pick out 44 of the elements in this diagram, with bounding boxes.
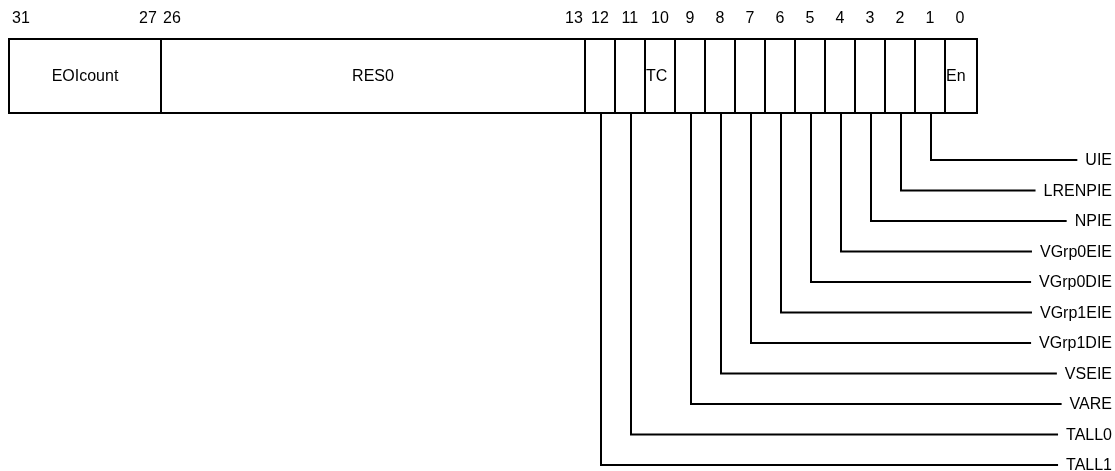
bit-number: 31 (12, 9, 30, 27)
bit-number: 9 (685, 9, 695, 27)
bit-number: 5 (805, 9, 815, 27)
field-name: TC (646, 67, 668, 85)
field-name: TALL1 (1058, 456, 1112, 471)
leader-line (780, 113, 1033, 314)
field-name: NPIE (1066, 212, 1112, 230)
field-name: VGrp0EIE (1031, 242, 1112, 261)
field-name: VARE (1061, 395, 1112, 413)
leader-line (750, 113, 1033, 344)
leader-line (870, 113, 1068, 222)
bit-number: 10 (651, 9, 669, 27)
bit-field-cell (944, 38, 978, 114)
field-name: EOIcount (51, 67, 119, 85)
bit-number: 7 (745, 9, 755, 27)
leader-line (690, 113, 1063, 405)
bit-number: 26 (163, 9, 181, 27)
bit-field-cell (8, 38, 162, 114)
field-name: UIE (1077, 151, 1112, 169)
bit-number: 4 (835, 9, 845, 27)
bit-number: 0 (955, 9, 965, 27)
bit-number: 8 (715, 9, 725, 27)
field-name: VGrp0DIE (1031, 273, 1112, 291)
bit-number: 27 (139, 9, 157, 27)
bit-number: 11 (621, 9, 639, 27)
bit-number: 12 (591, 9, 609, 27)
leader-line (720, 113, 1058, 375)
bit-number: 6 (775, 9, 785, 27)
field-name: VGrp1EIE (1031, 303, 1112, 322)
field-name: LRENPIE (1035, 181, 1112, 200)
leader-line (930, 113, 1079, 161)
bit-field-cell (160, 38, 586, 114)
leader-line (810, 113, 1033, 283)
field-name: En (946, 67, 966, 85)
leader-line (840, 113, 1033, 253)
leader-line (900, 113, 1037, 192)
bit-number: 2 (895, 9, 905, 27)
field-name: VGrp1DIE (1031, 334, 1112, 352)
field-name: VSEIE (1056, 364, 1112, 383)
field-name: RES0 (352, 67, 394, 85)
bit-number: 1 (925, 9, 935, 27)
field-name: TALL0 (1058, 425, 1112, 444)
bit-number: 13 (565, 9, 583, 27)
bit-number: 3 (865, 9, 875, 27)
